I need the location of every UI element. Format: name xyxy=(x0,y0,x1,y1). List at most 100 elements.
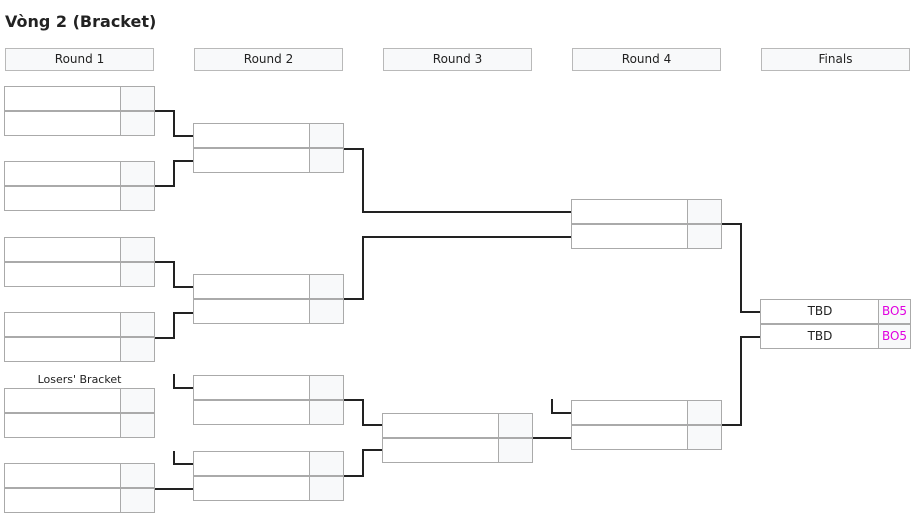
team-name xyxy=(383,414,499,437)
match-slot-top[interactable] xyxy=(4,312,155,337)
team-name xyxy=(194,124,310,147)
team-name xyxy=(572,426,688,449)
match-slot-bottom[interactable] xyxy=(193,476,344,501)
connector-r3-2 xyxy=(551,399,572,414)
team-score xyxy=(120,87,154,110)
connector-r1-2 xyxy=(155,160,194,187)
match-r2-2[interactable] xyxy=(193,274,344,326)
team-name xyxy=(194,452,310,475)
team-score xyxy=(120,187,154,210)
connector-r4-1 xyxy=(722,223,761,313)
match-r4-2[interactable] xyxy=(571,400,722,452)
match-slot-bottom[interactable] xyxy=(4,262,155,287)
team-score xyxy=(687,225,721,248)
team-name xyxy=(5,187,121,210)
team-score xyxy=(309,477,343,500)
match-slot-bottom[interactable] xyxy=(193,148,344,173)
match-slot-bottom[interactable] xyxy=(571,425,722,450)
match-slot-top[interactable] xyxy=(193,451,344,476)
team-name: TBD xyxy=(807,329,833,343)
match-r4-1[interactable] xyxy=(571,199,722,251)
team-name xyxy=(194,376,310,399)
match-slot-bottom[interactable] xyxy=(4,488,155,513)
team-name xyxy=(5,238,121,261)
team-score xyxy=(120,313,154,336)
match-slot-bottom[interactable] xyxy=(4,111,155,136)
match-slot-bottom[interactable] xyxy=(4,413,155,438)
connector-r2-2 xyxy=(344,236,572,300)
match-r1-1[interactable] xyxy=(4,86,155,138)
round-header-2: Round 2 xyxy=(194,48,343,71)
team-score xyxy=(498,414,532,437)
team-score xyxy=(309,376,343,399)
team-name xyxy=(5,87,121,110)
match-slot-bottom[interactable] xyxy=(4,186,155,211)
team-score xyxy=(309,149,343,172)
team-score xyxy=(120,464,154,487)
team-score xyxy=(120,414,154,437)
team-name xyxy=(5,489,121,512)
match-r1-4[interactable] xyxy=(4,312,155,364)
match-slot-top[interactable] xyxy=(571,400,722,425)
finals-slot-bottom[interactable]: TBD BO5 xyxy=(760,324,911,349)
team-name xyxy=(5,464,121,487)
match-slot-bottom[interactable] xyxy=(193,400,344,425)
team-name xyxy=(194,477,310,500)
team-score xyxy=(498,439,532,462)
match-slot-top[interactable] xyxy=(4,237,155,262)
match-slot-top[interactable] xyxy=(4,161,155,186)
connector-r2-1 xyxy=(344,148,572,213)
match-r2-4[interactable] xyxy=(193,451,344,503)
match-r1-6[interactable] xyxy=(4,463,155,515)
team-score xyxy=(120,112,154,135)
match-slot-bottom[interactable] xyxy=(382,438,533,463)
match-finals[interactable]: TBD BO5 TBD BO5 xyxy=(760,299,911,351)
team-score xyxy=(120,263,154,286)
match-slot-bottom[interactable] xyxy=(571,224,722,249)
match-slot-bottom[interactable] xyxy=(4,337,155,362)
connector-r1-5 xyxy=(173,374,194,389)
losers-bracket-label: Losers' Bracket xyxy=(37,373,122,386)
team-score xyxy=(687,401,721,424)
team-name xyxy=(5,112,121,135)
connector-r2-4 xyxy=(344,449,383,477)
team-score xyxy=(309,275,343,298)
team-name xyxy=(5,263,121,286)
match-r3-1[interactable] xyxy=(382,413,533,465)
team-score xyxy=(309,452,343,475)
finals-slot-top[interactable]: TBD BO5 xyxy=(760,299,911,324)
match-slot-top[interactable] xyxy=(571,199,722,224)
team-score xyxy=(120,338,154,361)
team-name xyxy=(5,313,121,336)
team-name xyxy=(5,414,121,437)
team-name xyxy=(194,149,310,172)
round-header-4: Round 4 xyxy=(572,48,721,71)
match-r1-5[interactable] xyxy=(4,388,155,440)
team-name xyxy=(194,300,310,323)
match-slot-top[interactable] xyxy=(382,413,533,438)
match-slot-top[interactable] xyxy=(193,123,344,148)
match-r1-3[interactable] xyxy=(4,237,155,289)
team-name: TBD xyxy=(807,304,833,318)
team-score xyxy=(309,401,343,424)
match-slot-bottom[interactable] xyxy=(193,299,344,324)
team-name xyxy=(383,439,499,462)
team-name xyxy=(5,338,121,361)
match-slot-top[interactable] xyxy=(4,388,155,413)
match-r2-1[interactable] xyxy=(193,123,344,175)
match-slot-top[interactable] xyxy=(193,375,344,400)
match-slot-top[interactable] xyxy=(193,274,344,299)
best-of-badge: BO5 xyxy=(878,300,910,323)
match-slot-top[interactable] xyxy=(4,463,155,488)
team-name xyxy=(572,225,688,248)
match-slot-top[interactable] xyxy=(4,86,155,111)
page-title: Vòng 2 (Bracket) xyxy=(5,12,157,31)
connector-r4-2 xyxy=(722,336,761,426)
match-r2-3[interactable] xyxy=(193,375,344,427)
team-score xyxy=(120,238,154,261)
team-score xyxy=(309,124,343,147)
team-name xyxy=(194,275,310,298)
match-r1-2[interactable] xyxy=(4,161,155,213)
team-score xyxy=(309,300,343,323)
best-of-badge: BO5 xyxy=(878,325,910,348)
